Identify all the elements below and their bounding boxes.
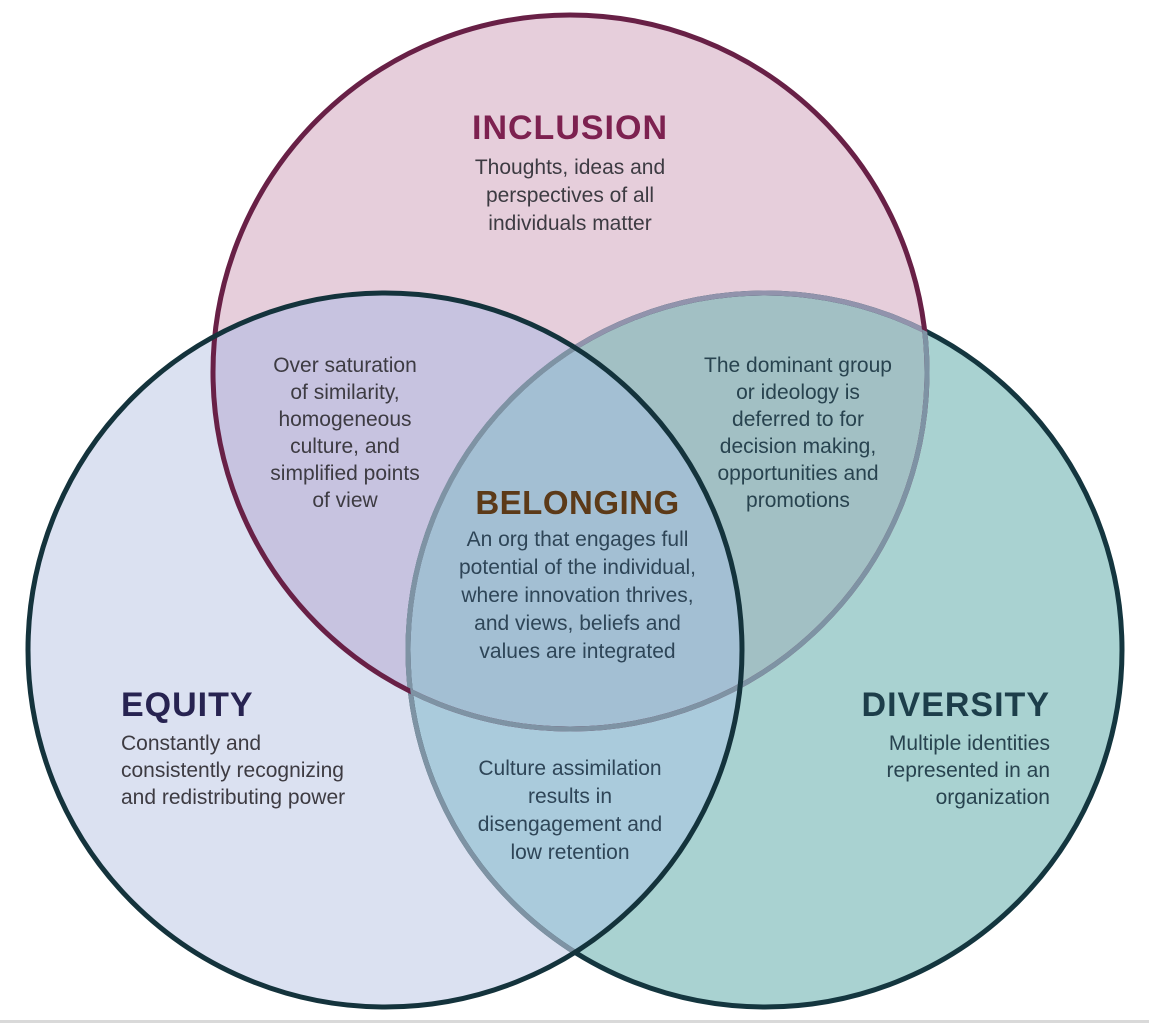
text-line: results in	[527, 785, 613, 808]
overlap-inclusion-equity-text: Over saturation of similarity, homogeneo…	[210, 352, 480, 514]
text-line: Thoughts, ideas and	[474, 156, 666, 179]
text-line: of view	[312, 489, 378, 512]
equity-outline	[25, 290, 745, 1010]
text-line: or ideology is	[736, 381, 860, 404]
text-line: low retention	[510, 841, 630, 864]
text-line: simplified points	[270, 462, 420, 485]
text-line: organization	[935, 786, 1050, 809]
text-line: decision making,	[719, 435, 877, 458]
text-line: Constantly and	[121, 732, 262, 755]
text-line: The dominant group	[704, 354, 892, 377]
text-line: An org that engages full	[466, 528, 689, 551]
diversity-outline-muted-in-equity	[405, 293, 742, 1007]
text-line: culture, and	[290, 435, 400, 458]
text-line: opportunities and	[717, 462, 879, 485]
text-line: consistently recognizing	[121, 759, 344, 782]
equity-title: EQUITY	[121, 686, 254, 724]
text-line: of similarity,	[290, 381, 400, 404]
bottom-edge-divider	[0, 1020, 1149, 1023]
text-line: deferred to for	[732, 408, 864, 431]
text-line: values are integrated	[479, 640, 676, 663]
text-line: represented in an	[886, 759, 1050, 782]
text-line: and redistributing power	[121, 786, 346, 809]
overlap-equity-diversity-text: Culture assimilation results in disengag…	[430, 755, 710, 867]
inclusion-outline-muted-in-diversity	[408, 293, 930, 732]
inclusion-description: Thoughts, ideas and perspectives of all …	[395, 154, 745, 238]
text-line: individuals matter	[488, 212, 652, 235]
belonging-block: BELONGING An org that engages full poten…	[420, 485, 735, 666]
belonging-description: An org that engages full potential of th…	[420, 526, 735, 666]
inclusion-title: INCLUSION	[472, 109, 668, 147]
text-line: promotions	[746, 489, 850, 512]
inclusion-label-block: INCLUSION Thoughts, ideas and perspectiv…	[395, 110, 745, 238]
text-line: and views, beliefs and	[474, 612, 681, 635]
diversity-title: DIVERSITY	[861, 686, 1050, 724]
overlap-inclusion-diversity-text: The dominant group or ideology is deferr…	[663, 352, 933, 514]
text-line: Culture assimilation	[478, 757, 662, 780]
text-line: potential of the individual,	[459, 556, 696, 579]
text-line: Over saturation	[273, 354, 417, 377]
region-belonging-center	[408, 293, 742, 729]
text-line: disengagement and	[477, 813, 663, 836]
diversity-label-block: DIVERSITY Multiple identities represente…	[740, 687, 1050, 811]
equity-description: Constantly and consistently recognizing …	[121, 730, 431, 811]
equity-label-block: EQUITY Constantly and consistently recog…	[121, 687, 431, 811]
diversity-description: Multiple identities represented in an or…	[740, 730, 1050, 811]
text-line: homogeneous	[278, 408, 412, 431]
text-line: where innovation thrives,	[461, 584, 694, 607]
text-line: Multiple identities	[888, 732, 1050, 755]
text-line: perspectives of all	[485, 184, 655, 207]
belonging-title: BELONGING	[475, 484, 680, 521]
